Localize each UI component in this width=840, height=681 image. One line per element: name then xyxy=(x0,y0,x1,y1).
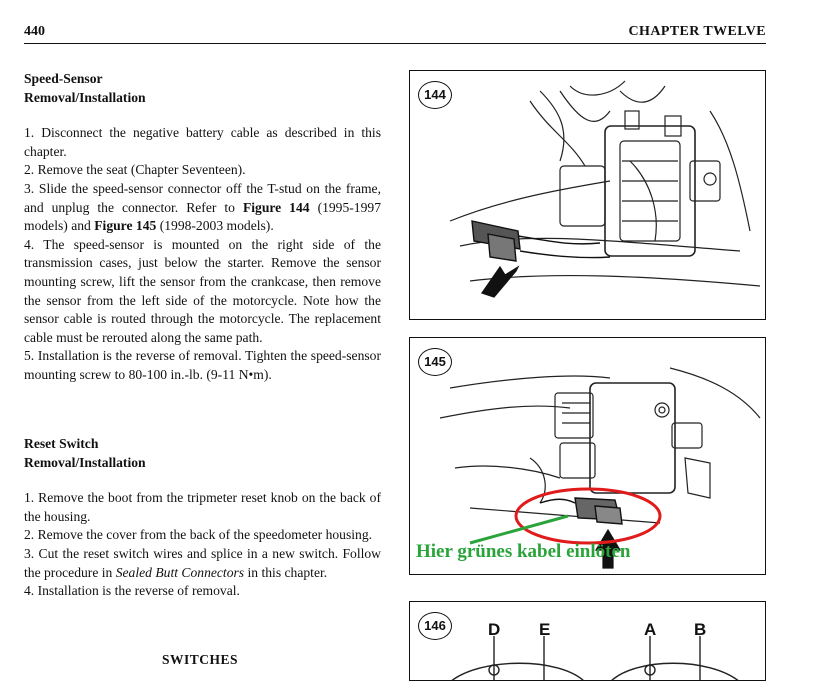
speed-sensor-subheading: Removal/Installation xyxy=(24,89,146,105)
figure-144: 144 xyxy=(409,70,766,320)
page-number: 440 xyxy=(24,24,45,39)
reset-switch-subheading: Removal/Installation xyxy=(24,454,146,470)
figure-145-illustration xyxy=(439,367,761,569)
speed-step-2: 2. Remove the seat (Chapter Seventeen). xyxy=(24,162,246,178)
switches-heading: SWITCHES xyxy=(162,652,239,667)
sealed-butt-connectors-ref[interactable]: Sealed Butt Connectors xyxy=(115,564,245,580)
chapter-title: CHAPTER TWELVE xyxy=(628,24,766,39)
reset-step-4: 4. Installation is the reverse of remova… xyxy=(24,583,240,599)
reset-step-2: 2. Remove the cover from the back of the… xyxy=(24,527,373,543)
page-header: 440 CHAPTER TWELVE xyxy=(24,24,766,44)
reset-step-1: 1. Remove the boot from the tripmeter re… xyxy=(24,490,381,524)
speed-sensor-section: Speed-Sensor Removal/Installation 1. Dis… xyxy=(24,70,381,385)
speed-sensor-heading: Speed-Sensor xyxy=(24,71,103,86)
speed-step-1: 1. Disconnect the negative battery cable… xyxy=(24,125,381,159)
reset-switch-heading: Reset Switch xyxy=(24,436,99,451)
figure-145-ref[interactable]: Figure 145 xyxy=(94,218,157,234)
figure-146-badge: 146 xyxy=(418,612,452,640)
speed-step-3: 3. Slide the speed-sensor connector off … xyxy=(24,180,381,234)
figure-146-label-b: B xyxy=(694,620,707,639)
speed-step-5: 5. Installation is the reverse of remova… xyxy=(24,348,381,382)
figure-144-illustration xyxy=(449,80,761,298)
green-annotation-text: Hier grünes kabel einlöten xyxy=(416,541,631,562)
figure-144-badge: 144 xyxy=(418,81,452,109)
figure-145: 145 xyxy=(409,337,766,575)
figure-145-badge: 145 xyxy=(418,348,452,376)
figure-146-illustration xyxy=(451,636,739,680)
figure-146-label-a: A xyxy=(644,620,657,639)
speed-step-4: 4. The speed-sensor is mounted on the ri… xyxy=(24,236,381,345)
figure-146-label-d: D xyxy=(488,620,501,639)
figure-146-label-e: E xyxy=(539,620,551,639)
reset-step-3: 3. Cut the reset switch wires and splice… xyxy=(24,545,381,580)
figure-146: 146 D E A B xyxy=(409,601,766,681)
figure-144-ref[interactable]: Figure 144 xyxy=(242,199,310,215)
reset-switch-section: Reset Switch Removal/Installation 1. Rem… xyxy=(24,435,381,601)
